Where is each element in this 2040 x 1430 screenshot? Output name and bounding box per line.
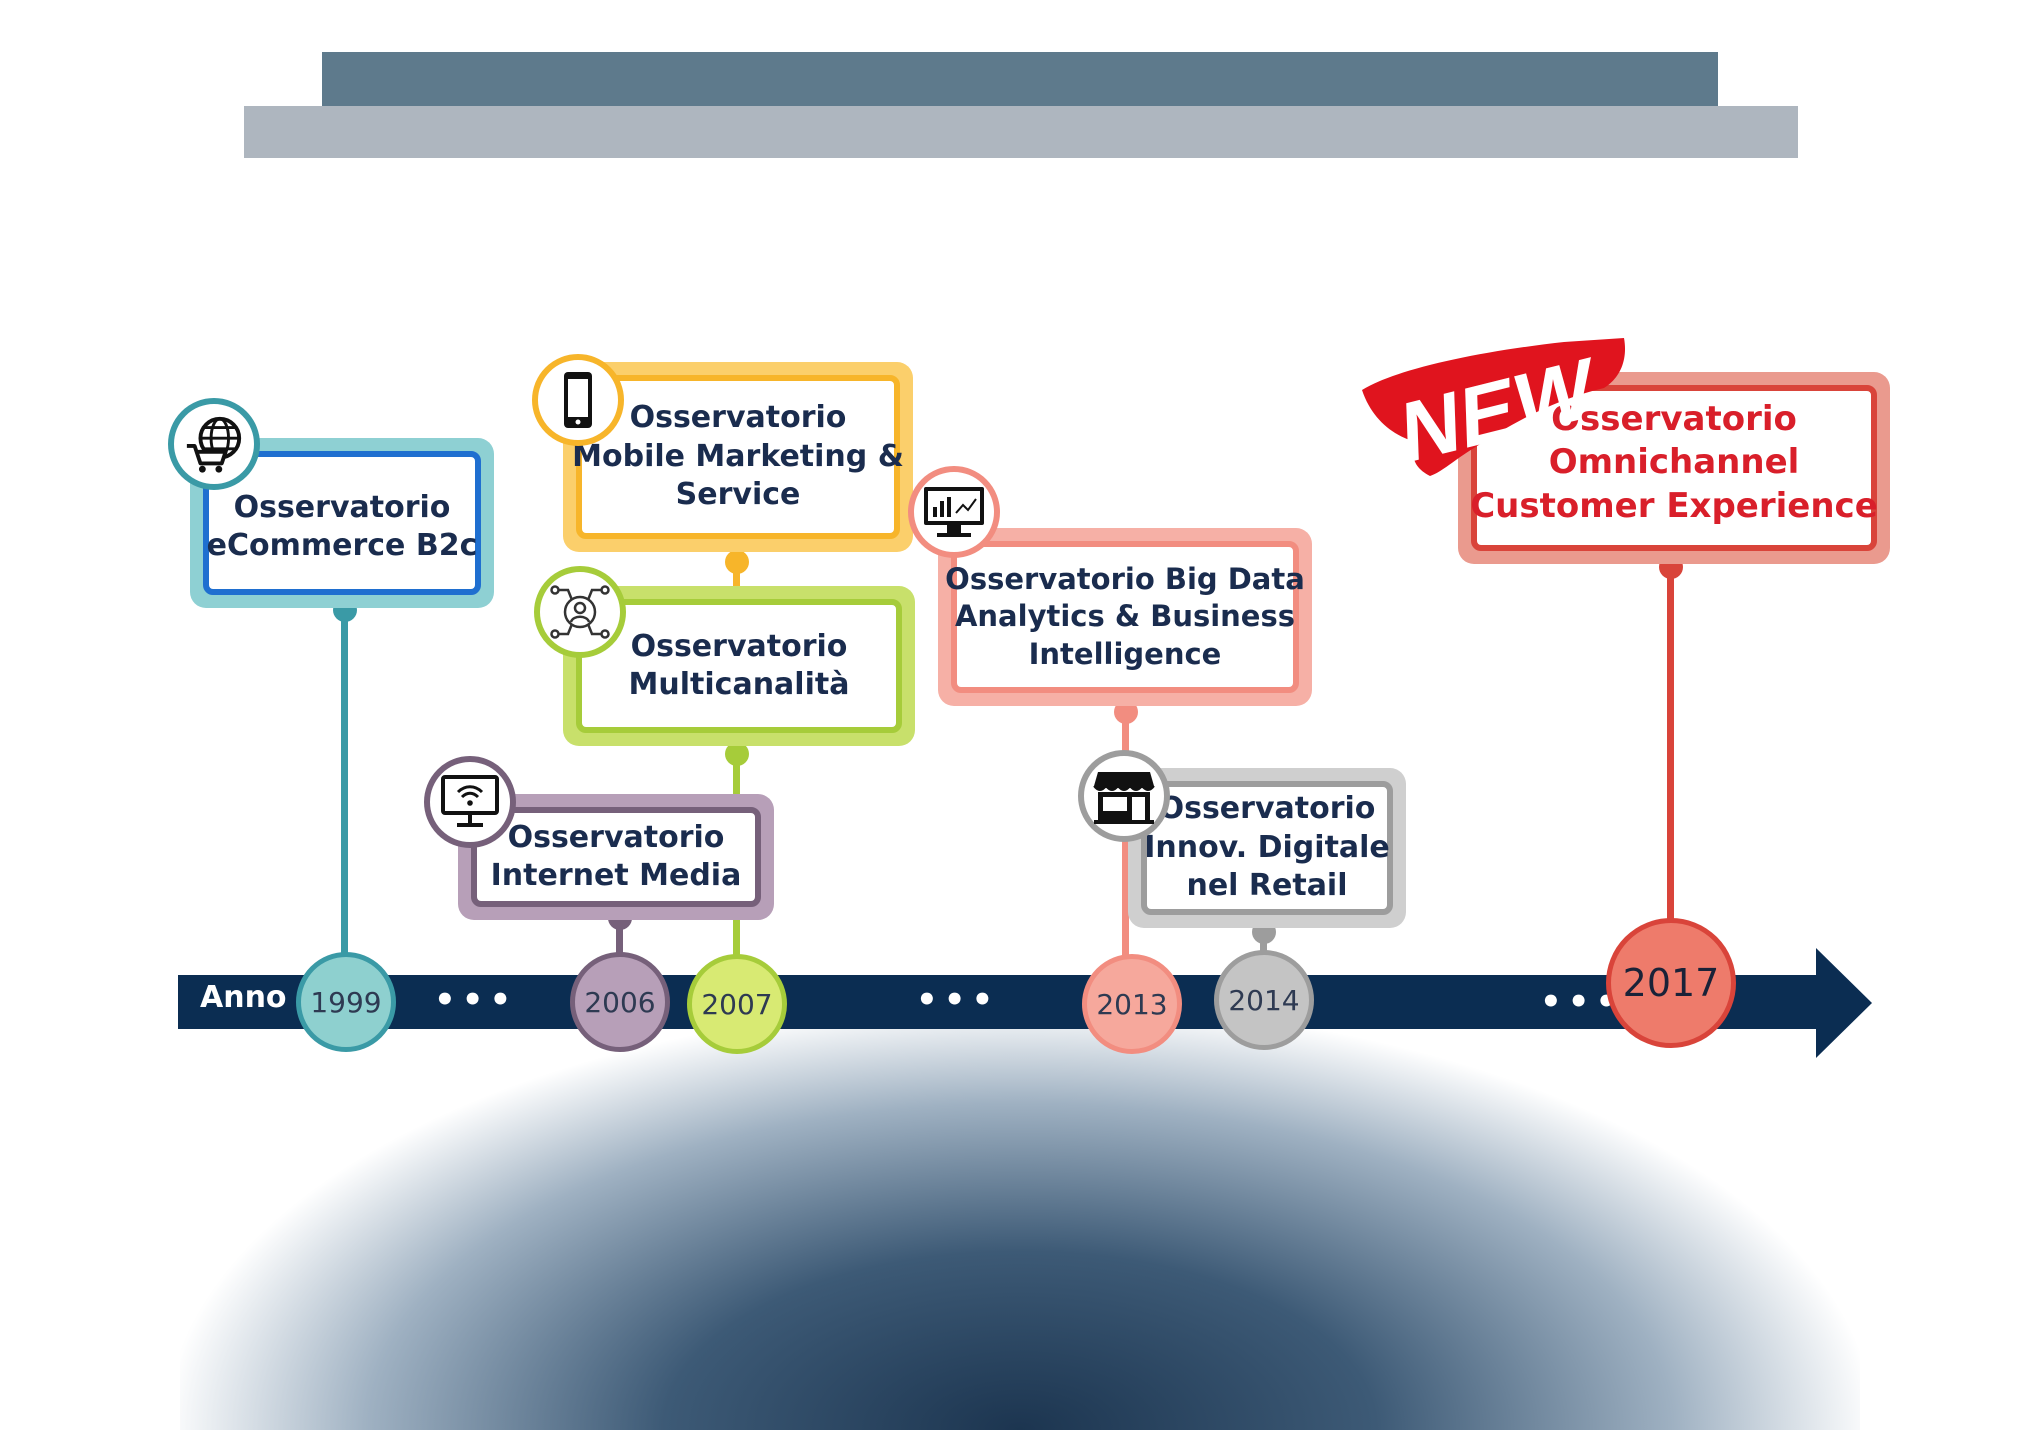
- header-band-top: [322, 52, 1718, 106]
- card-multicanalita-label: Osservatorio Multicanalità: [628, 628, 850, 702]
- card-omnichannel: Osservatorio Omnichannel Customer Experi…: [1458, 372, 1890, 564]
- connector-ecommerce: [341, 612, 348, 958]
- connector-internet-media: [616, 918, 623, 968]
- card-big-data-label: Osservatorio Big Data Analytics & Busine…: [945, 562, 1305, 671]
- year-marker-2014: 2014: [1214, 950, 1314, 1050]
- ellipsis-3: •••: [1540, 982, 1624, 1022]
- card-mobile-label: Osservatorio Mobile Marketing & Service: [572, 400, 904, 513]
- storefront-icon: [1078, 750, 1170, 842]
- year-marker-2017: 2017: [1606, 918, 1736, 1048]
- ellipsis-2: •••: [916, 980, 1000, 1020]
- year-marker-2007: 2007: [687, 954, 787, 1054]
- card-ecommerce-label: Osservatorio eCommerce B2c: [206, 489, 478, 563]
- globe-cart-icon: [168, 398, 260, 490]
- axis-label: Anno: [200, 980, 287, 1015]
- header-band-bottom: [244, 106, 1798, 158]
- card-retail: Osservatorio Innov. Digitale nel Retail: [1128, 768, 1406, 928]
- ellipsis-1: •••: [434, 980, 518, 1020]
- card-mobile: Osservatorio Mobile Marketing & Service: [563, 362, 913, 552]
- year-marker-1999: 1999: [296, 952, 396, 1052]
- card-internet-media-label: Osservatorio Internet Media: [490, 819, 742, 893]
- connector-knot-mobile: [725, 550, 749, 574]
- network-user-icon: [534, 566, 626, 658]
- card-multicanalita: Osservatorio Multicanalità: [563, 586, 915, 746]
- year-marker-2006: 2006: [570, 952, 670, 1052]
- smartphone-icon: [532, 354, 624, 446]
- connector-knot-multicanalita: [725, 742, 749, 766]
- monitor-wifi-icon: [424, 756, 516, 848]
- analytics-monitor-icon: [908, 466, 1000, 558]
- card-big-data: Osservatorio Big Data Analytics & Busine…: [938, 528, 1312, 706]
- new-badge: NEW: [1362, 338, 1626, 480]
- card-retail-label: Osservatorio Innov. Digitale nel Retail: [1144, 791, 1390, 904]
- connector-omnichannel: [1667, 568, 1674, 928]
- timeline-arrow: [178, 948, 1872, 1058]
- card-internet-media: Osservatorio Internet Media: [458, 794, 774, 920]
- year-marker-2013: 2013: [1082, 954, 1182, 1054]
- timeline-infographic: Anno Osservatorio eCommerce B2c Osservat…: [168, 52, 1890, 1430]
- card-omnichannel-label: Osservatorio Omnichannel Customer Experi…: [1470, 398, 1878, 526]
